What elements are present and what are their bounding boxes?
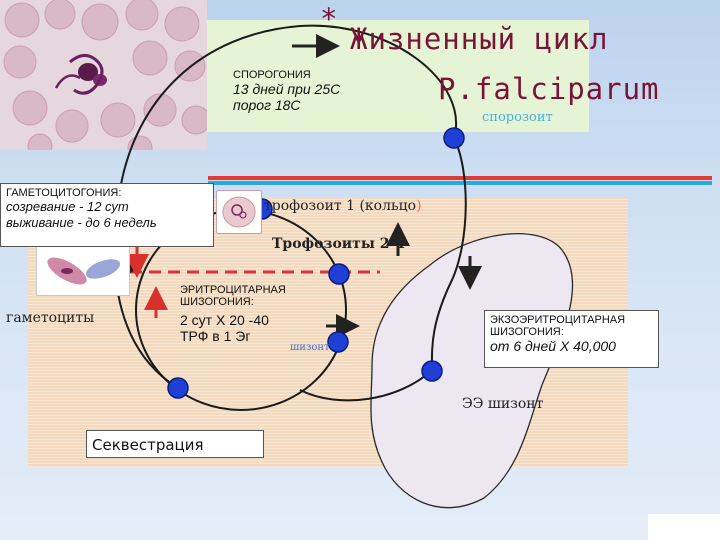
trophozoite1-main: трофозоит 1 (кольцо	[264, 198, 417, 214]
erythrocytic-heading2: ШИЗОГОНИЯ:	[180, 296, 254, 308]
title-star: *	[320, 2, 339, 36]
blood-smear-photo-icon	[0, 0, 207, 150]
schizont-node	[327, 331, 349, 353]
sequestration-node	[167, 377, 189, 399]
exo-heading1: ЭКЗОЭРИТРОЦИТАРНАЯ	[490, 314, 626, 326]
liver-shape-icon	[370, 233, 574, 509]
divider-red	[208, 176, 712, 180]
page-title: Жизненный цикл	[350, 22, 609, 56]
ring-form-cell-icon	[216, 190, 262, 234]
erythrocytic-line1: 2 сут Х 20 -40	[180, 312, 269, 328]
gametocytes-label: гаметоциты	[6, 310, 95, 326]
sporogony-heading: СПОРОГОНИЯ	[233, 69, 311, 81]
trophozoites24-label: Трофозоиты 2-4	[272, 236, 406, 252]
gametocytogony-line2: выживание - до 6 недель	[6, 215, 157, 230]
erythrocytic-heading1: ЭРИТРОЦИТАРНАЯ	[180, 284, 286, 296]
sporozoite-label: спорозоит	[482, 110, 553, 125]
exo-heading2: ШИЗОГОНИЯ:	[490, 326, 564, 338]
gametocyte-cells-icon	[36, 244, 130, 296]
schizont-small-label: шизонт	[290, 342, 330, 353]
ee-schizont-label: ЭЭ шизонт	[462, 396, 544, 412]
divider-cyan	[208, 181, 712, 185]
erythrocytic-line2: ТРФ в 1 Эг	[180, 328, 251, 344]
gametocytogony-heading: ГАМЕТОЦИТОГОНИЯ:	[6, 187, 122, 199]
erythrocytic-box: ЭРИТРОЦИТАРНАЯ ШИЗОГОНИЯ: 2 сут Х 20 -40…	[175, 281, 315, 351]
trophozoite24-node	[328, 263, 350, 285]
gametocytogony-box: ГАМЕТОЦИТОГОНИЯ: созревание - 12 сут выж…	[0, 183, 214, 247]
sequestration-label: Секвестрация	[86, 430, 264, 458]
mosquito-stage-panel	[207, 20, 589, 132]
page-subtitle: P.falciparum	[438, 72, 660, 106]
sporozoite-node	[443, 127, 465, 149]
trophozoite1-tail: )	[416, 198, 422, 214]
sporogony-box: СПОРОГОНИЯ 13 дней при 25С порог 18С	[228, 66, 380, 130]
ee-schizont-node	[421, 360, 443, 382]
corner-block	[648, 514, 720, 540]
exo-line1: от 6 дней Х 40,000	[490, 338, 616, 354]
trophozoite1-label: трофозоит 1 (кольцо)	[264, 198, 422, 214]
gametocytogony-line1: созревание - 12 сут	[6, 199, 129, 214]
sporogony-line1: 13 дней при 25С	[233, 81, 341, 97]
exoerythrocytic-box: ЭКЗОЭРИТРОЦИТАРНАЯ ШИЗОГОНИЯ: от 6 дней …	[484, 310, 659, 368]
sporogony-line2: порог 18С	[233, 97, 301, 113]
